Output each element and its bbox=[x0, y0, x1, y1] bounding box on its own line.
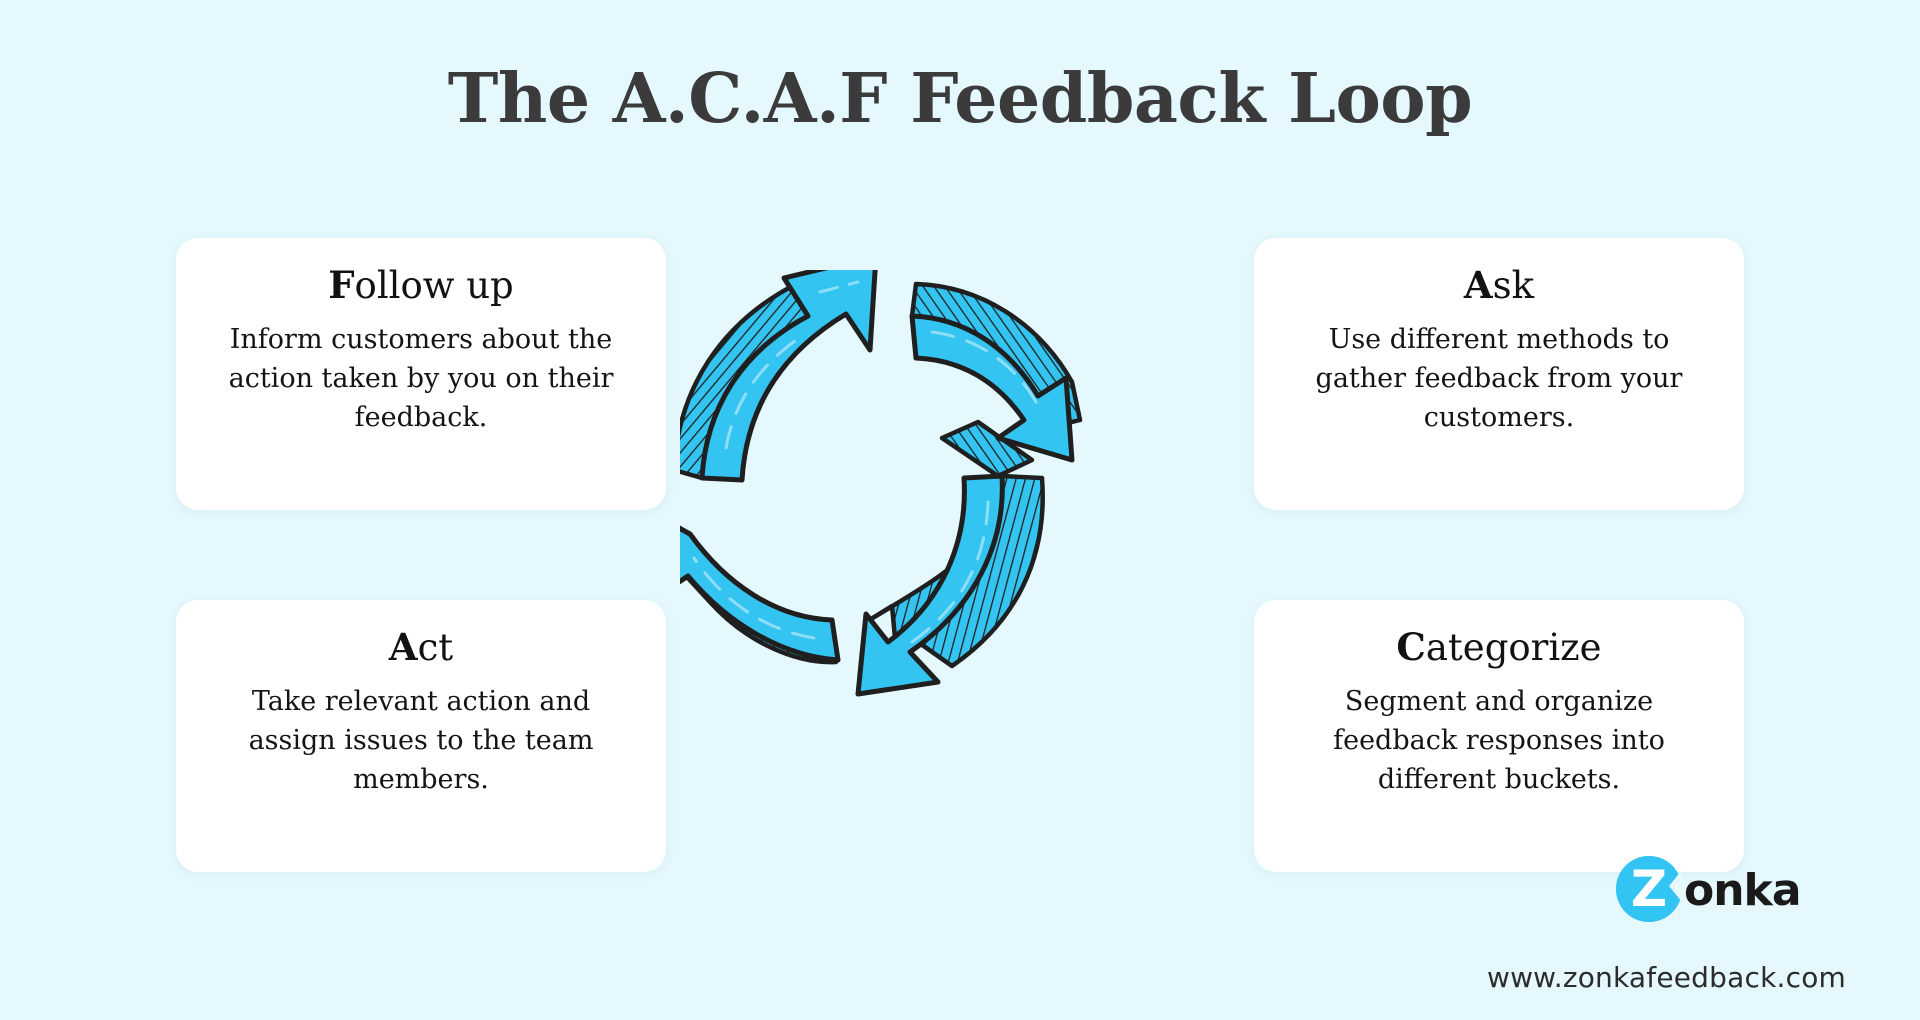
card-act-title-rest: ct bbox=[417, 626, 454, 669]
card-ask-body: Use different methods to gather feedback… bbox=[1315, 323, 1683, 433]
page-title: The A.C.A.F Feedback Loop bbox=[447, 59, 1473, 139]
card-categorize: Categorize Segment and organize feedback… bbox=[1254, 600, 1744, 872]
card-follow-up: Follow up Inform customers about the act… bbox=[176, 238, 666, 510]
arrow-bottom-left-icon bbox=[680, 525, 841, 665]
card-categorize-title: Categorize bbox=[1396, 626, 1601, 670]
brand-logo: Z onka bbox=[1616, 856, 1846, 922]
card-ask-title-rest: sk bbox=[1492, 264, 1535, 307]
card-follow-up-body: Inform customers about the action taken … bbox=[228, 323, 614, 433]
svg-text:onka: onka bbox=[1684, 865, 1801, 916]
card-ask: Ask Use different methods to gather feed… bbox=[1254, 238, 1744, 510]
card-follow-up-title: Follow up bbox=[328, 264, 513, 308]
card-act-title: Act bbox=[389, 626, 453, 670]
card-act-body: Take relevant action and assign issues t… bbox=[248, 685, 594, 795]
arrow-top-right-icon bbox=[909, 281, 1083, 479]
card-act-initial: A bbox=[388, 625, 418, 669]
card-categorize-title-rest: ategorize bbox=[1425, 626, 1602, 669]
arrow-top-left-icon bbox=[680, 270, 878, 483]
card-follow-up-title-rest: ollow up bbox=[354, 264, 514, 307]
arrow-cycle-diagram bbox=[680, 270, 1083, 697]
card-categorize-initial: C bbox=[1396, 625, 1426, 669]
card-categorize-body: Segment and organize feedback responses … bbox=[1333, 685, 1665, 795]
card-ask-title: Ask bbox=[1464, 264, 1534, 308]
card-follow-up-initial: F bbox=[328, 263, 355, 307]
arrow-bottom-right-icon bbox=[855, 473, 1045, 697]
svg-text:Z: Z bbox=[1631, 860, 1667, 918]
footer-url: www.zonkafeedback.com bbox=[1486, 961, 1846, 994]
card-act: Act Take relevant action and assign issu… bbox=[176, 600, 666, 872]
card-ask-initial: A bbox=[1463, 263, 1493, 307]
zonka-wordmark-icon: Z onka bbox=[1616, 856, 1802, 922]
